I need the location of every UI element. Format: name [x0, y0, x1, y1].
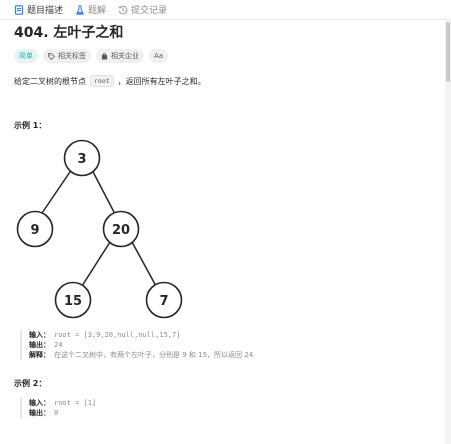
description-text-before: 给定二叉树的根节点 — [14, 76, 86, 86]
tab-bar: 题目描述 题解 提交记录 — [0, 0, 451, 20]
tree-node-left — [16, 210, 54, 248]
tree-node-right-left — [54, 281, 92, 319]
tree-node-right-left-label: 15 — [64, 294, 82, 309]
tab-description-label: 题目描述 — [27, 6, 64, 16]
example-2-output-line: 输出： 0 — [29, 408, 96, 418]
example-2-heading: 示例 2： — [14, 379, 47, 388]
problem-description: 给定二叉树的根节点 root ，返回所有左叶子之和。 — [14, 75, 206, 87]
example-1-input-label: 输入： — [29, 331, 50, 339]
example-1-explanation-line: 解释： 在这个二叉树中，有两个左叶子，分别是 9 和 15，所以返回 24 — [29, 350, 253, 360]
document-icon — [14, 4, 24, 15]
tree-node-right-label: 20 — [112, 223, 130, 238]
difficulty-label: 简单 — [19, 52, 33, 60]
tree-edge-20-7 — [131, 241, 157, 287]
example-2-block: 输入： root = [1] 输出： 0 — [20, 398, 96, 418]
example-1-explanation-label: 解释： — [29, 351, 50, 359]
building-icon — [101, 52, 108, 59]
tree-edge-20-15 — [81, 241, 111, 287]
example-2-output-value: 0 — [54, 409, 59, 417]
tab-solutions-label: 题解 — [88, 6, 107, 16]
flask-icon — [76, 5, 84, 15]
example-2-input-value: root = [1] — [54, 399, 97, 407]
tab-submissions[interactable]: 提交记录 — [118, 3, 167, 16]
example-2-output-label: 输出： — [29, 409, 50, 417]
tree-node-root — [63, 139, 101, 177]
example-1-input-line: 输入： root = [3,9,20,null,null,15,7] — [29, 330, 253, 340]
description-code: root — [90, 75, 114, 87]
tab-solutions[interactable]: 题解 — [75, 3, 106, 16]
tag-icon — [48, 52, 55, 60]
example-2-input-line: 输入： root = [1] — [29, 398, 96, 408]
tree-node-right-right — [145, 281, 183, 319]
description-text-after: ，返回所有左叶子之和。 — [117, 76, 206, 86]
tags-row: 简单 相关标签 相关企业 Aa — [14, 49, 169, 63]
difficulty-badge: 简单 — [14, 49, 38, 63]
example-1-tree-diagram: 3 9 20 15 7 — [16, 139, 183, 319]
tree-node-right-right-label: 7 — [159, 294, 168, 309]
tree-node-right — [102, 210, 140, 248]
example-1-heading: 示例 1： — [14, 121, 47, 130]
related-tags-button[interactable]: 相关标签 — [43, 49, 91, 63]
related-tags-label: 相关标签 — [58, 52, 86, 60]
tree-edge-3-20 — [89, 165, 116, 215]
example-1-output-label: 输出： — [29, 341, 50, 349]
tree-node-left-label: 9 — [30, 223, 39, 238]
example-1-input-value: root = [3,9,20,null,null,15,7] — [54, 331, 181, 339]
example-2-input-label: 输入： — [29, 399, 50, 407]
history-icon — [118, 5, 128, 14]
example-1-output-value: 24 — [54, 341, 63, 349]
scrollbar-track[interactable] — [445, 20, 451, 444]
related-companies-button[interactable]: 相关企业 — [96, 49, 144, 63]
example-1-block: 输入：root = [3,9,20,null,null,15,7] 输出：24 … — [20, 330, 253, 360]
tab-description[interactable]: 题目描述 — [14, 3, 63, 16]
tree-edge-3-9 — [39, 165, 75, 217]
font-size-button[interactable]: Aa — [149, 49, 169, 63]
example-1-output-line: 输出： 24 — [29, 340, 253, 350]
problem-title: 404. 左叶子之和 — [14, 25, 124, 41]
scrollbar-thumb[interactable] — [446, 22, 450, 82]
related-companies-label: 相关企业 — [111, 52, 139, 60]
tab-submissions-label: 提交记录 — [131, 6, 168, 16]
tree-node-root-label: 3 — [77, 152, 86, 167]
example-1-explanation-value: 在这个二叉树中，有两个左叶子，分别是 9 和 15，所以返回 24 — [54, 351, 254, 359]
font-size-label: Aa — [154, 52, 164, 60]
